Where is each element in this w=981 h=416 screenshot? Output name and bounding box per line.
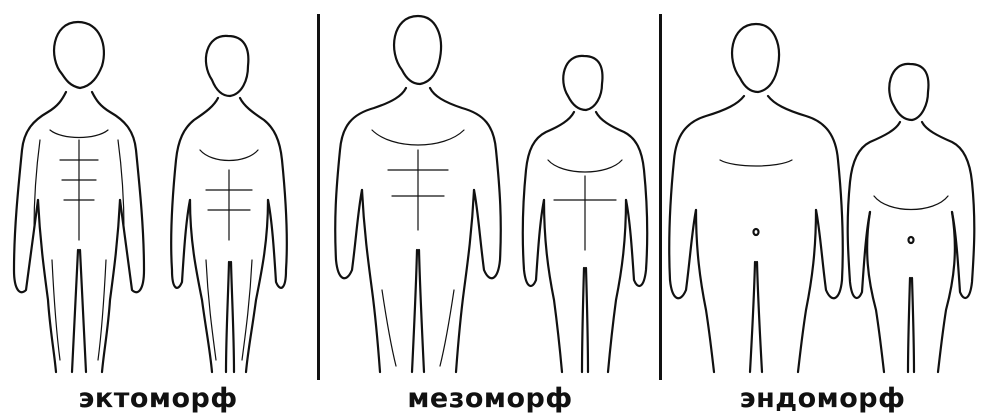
label-mesomorph: мезоморф: [322, 382, 658, 416]
endomorph-female-figure: [848, 64, 975, 372]
ectomorph-figures: [0, 0, 316, 380]
label-endomorph: эндоморф: [664, 382, 981, 416]
panel-ectomorph: эктоморф: [0, 0, 316, 416]
divider-left: [317, 14, 320, 380]
divider-right: [659, 14, 662, 380]
ectomorph-female-figure: [171, 36, 287, 372]
mesomorph-female-figure: [523, 56, 648, 372]
endomorph-male-figure: [669, 24, 843, 372]
panel-mesomorph: мезоморф: [322, 0, 658, 416]
label-ectomorph: эктоморф: [0, 382, 316, 416]
mesomorph-figures: [322, 0, 658, 380]
mesomorph-male-figure: [335, 16, 501, 372]
panel-endomorph: эндоморф: [664, 0, 981, 416]
ectomorph-male-figure: [14, 22, 144, 372]
endomorph-figures: [664, 0, 981, 380]
